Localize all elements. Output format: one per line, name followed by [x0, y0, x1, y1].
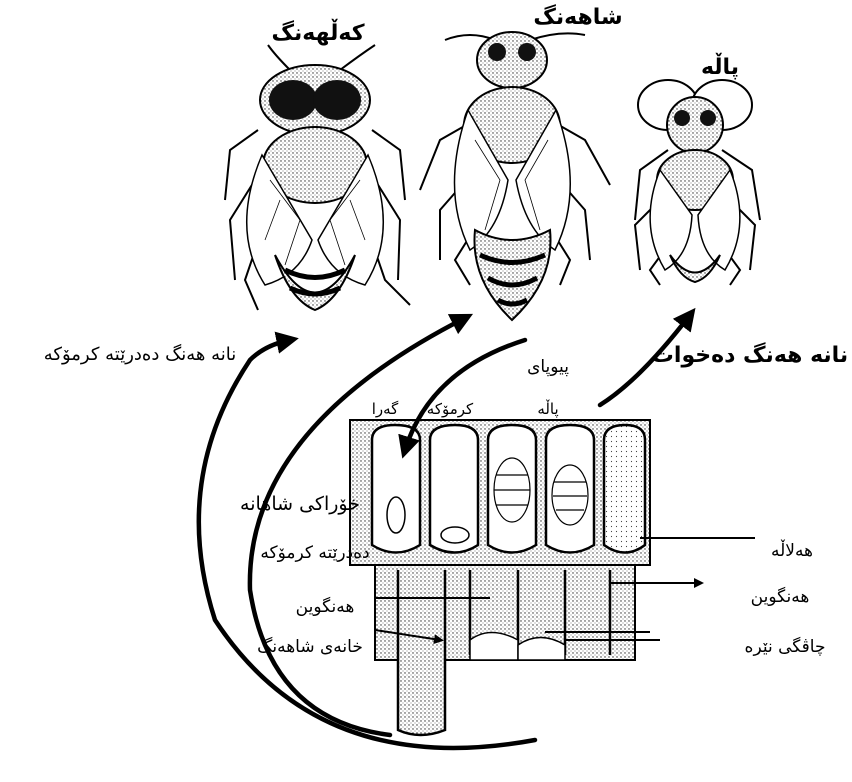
label-given-to-larva: دەدرێتە کرمۆکە — [260, 543, 369, 563]
label-queen: شاهەنگ — [533, 3, 622, 30]
label-pupa: پیوپای — [527, 357, 569, 377]
worker-bee-illustration — [635, 80, 760, 285]
label-eats-bread: نانە هەنگ دەخوات — [652, 341, 848, 368]
label-honey-right: هەنگوین — [751, 586, 810, 607]
queen-bee-illustration — [420, 32, 610, 320]
label-feeds-larva: نانە هەنگ دەدرێتە کرمۆکە — [44, 343, 237, 365]
label-worker: پاڵە — [701, 52, 739, 80]
label-drone: کەڵهەنگ — [271, 18, 364, 46]
label-drone-cell: چاڤگی نێرە — [745, 636, 826, 657]
label-wax: هەلاڵە — [771, 539, 813, 561]
label-queen-cell: خانەی شاهەنگ — [257, 636, 363, 657]
label-egg: گەرا — [372, 400, 399, 418]
label-honey-left: هەنگوین — [296, 596, 355, 617]
storage-comb-cells — [375, 565, 635, 735]
label-royal-jelly: خۆراکی شاهانە — [240, 493, 360, 515]
label-larva-top: کرمۆکە — [427, 400, 474, 418]
brood-comb-cells — [350, 420, 650, 565]
label-pupa-cap: پاڵە — [537, 399, 558, 419]
drone-bee-illustration — [225, 45, 410, 310]
